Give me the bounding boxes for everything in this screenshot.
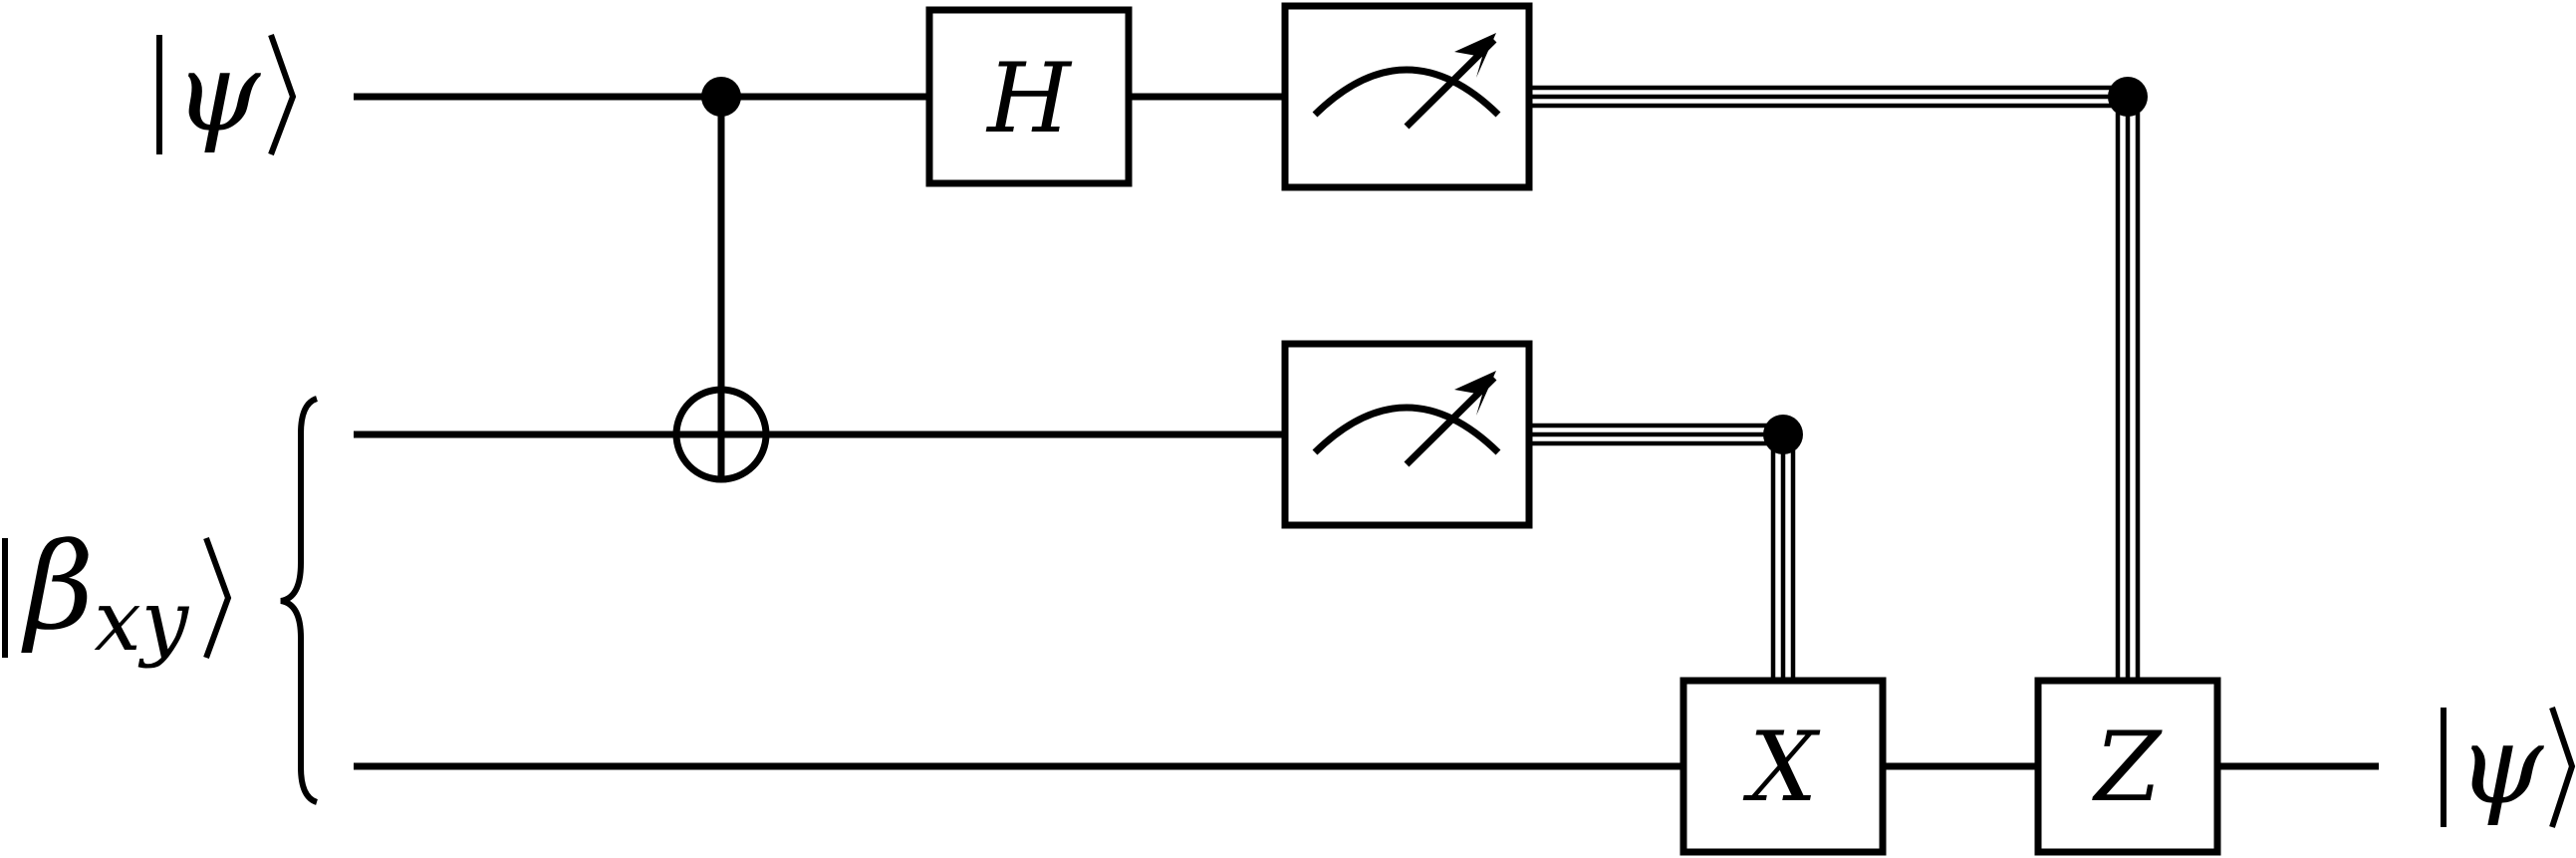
bell-state-letter: β bbox=[21, 518, 94, 657]
ket-angle-right bbox=[203, 536, 232, 660]
hadamard-gate: H bbox=[925, 6, 1133, 187]
bell-state-symbol: βxy bbox=[21, 518, 190, 670]
z-gate: Z bbox=[2034, 677, 2221, 856]
classical-wires bbox=[1529, 85, 2141, 681]
input-state-symbol: ψ bbox=[174, 28, 262, 155]
input-ket: ψ bbox=[156, 28, 297, 156]
ket-angle-right bbox=[2549, 707, 2576, 828]
measurement-top bbox=[1281, 2, 1533, 191]
x-gate-label: X bbox=[1742, 712, 1821, 823]
measurement-middle-box bbox=[1281, 340, 1533, 529]
measurement-middle bbox=[1281, 340, 1533, 529]
z-control-dot bbox=[2108, 77, 2148, 117]
hadamard-box bbox=[925, 6, 1133, 187]
output-state-symbol: ψ bbox=[2457, 701, 2545, 828]
ket-angle-right bbox=[268, 33, 297, 156]
meter-arrowhead-icon bbox=[1454, 371, 1496, 416]
meter-arc-icon bbox=[1312, 66, 1501, 118]
x-control-dot bbox=[1763, 415, 1803, 454]
cnot-control-dot bbox=[701, 77, 741, 117]
z-gate-label: Z bbox=[2092, 712, 2164, 823]
bell-state-brace bbox=[280, 396, 319, 805]
hadamard-label: H bbox=[985, 43, 1073, 154]
x-gate: X bbox=[1679, 677, 1887, 856]
x-gate-box bbox=[1679, 677, 1887, 856]
cnot-target-circle bbox=[672, 386, 770, 483]
measurement-top-box bbox=[1281, 2, 1533, 191]
meter-arc-icon bbox=[1312, 404, 1501, 455]
bell-state-subscript: xy bbox=[94, 572, 189, 670]
z-gate-box bbox=[2034, 677, 2221, 856]
cnot-gate bbox=[672, 77, 770, 483]
meter-arrowhead-icon bbox=[1454, 33, 1496, 78]
output-ket: ψ bbox=[2441, 701, 2576, 828]
bell-state-ket: βxy bbox=[2, 396, 319, 805]
